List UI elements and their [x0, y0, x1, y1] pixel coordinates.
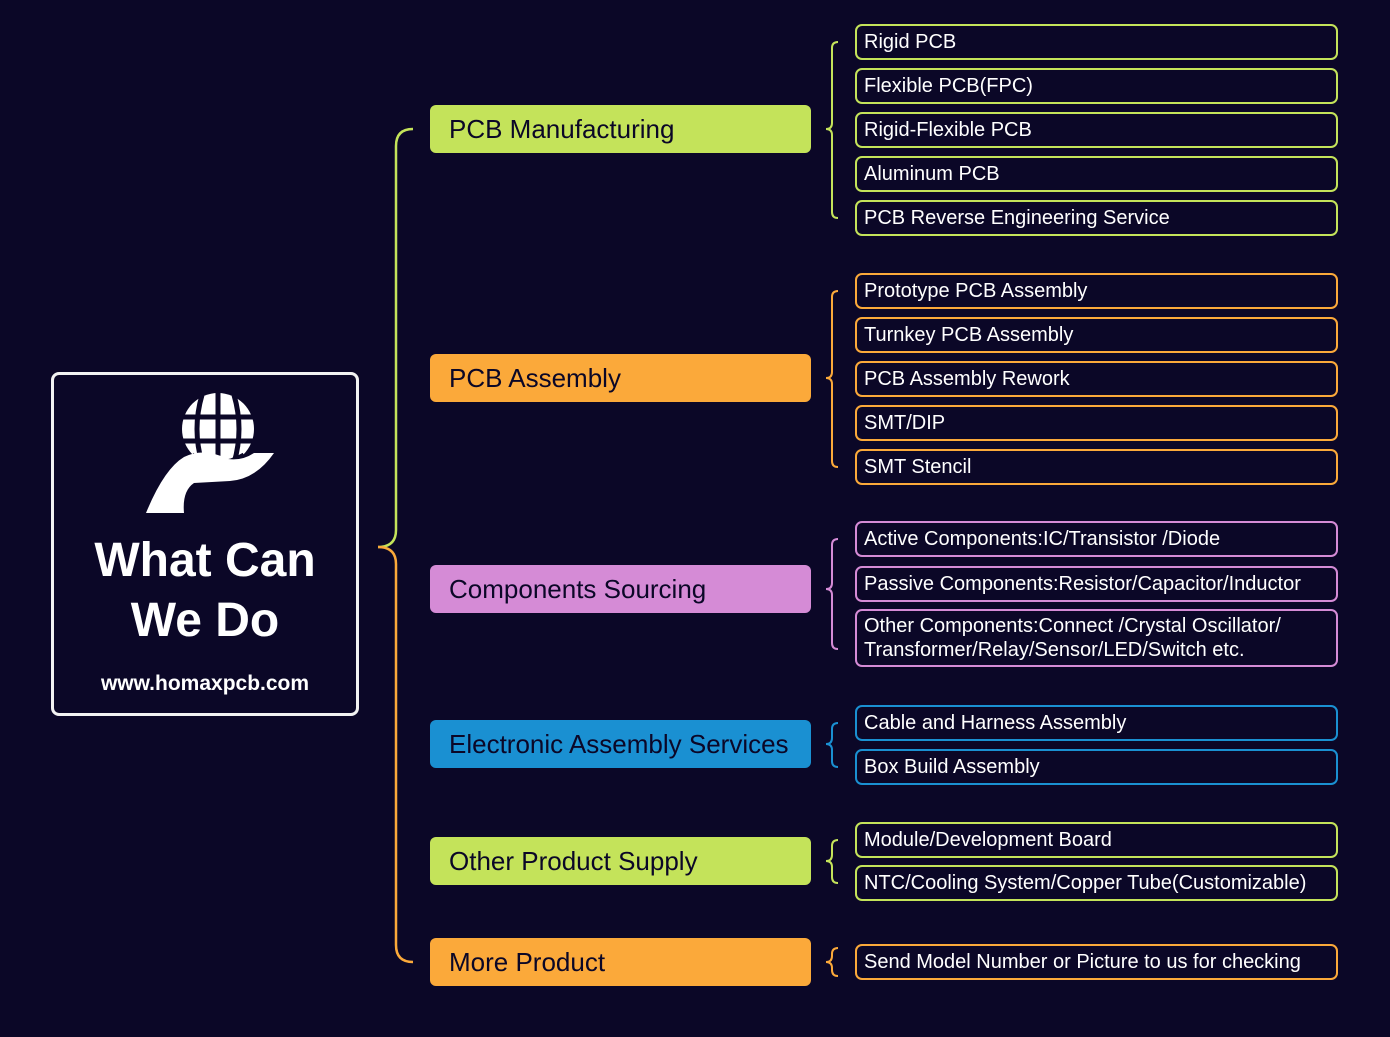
service-item: Rigid PCB: [855, 24, 1338, 60]
service-item: Turnkey PCB Assembly: [855, 317, 1338, 353]
group-brace: [825, 538, 839, 650]
main-brace-bottom: [377, 545, 414, 964]
service-item: PCB Reverse Engineering Service: [855, 200, 1338, 236]
what-can-we-do-card: What Can We Do www.homaxpcb.com: [51, 372, 359, 716]
category-label: Other Product Supply: [449, 845, 698, 876]
main-brace-top: [377, 127, 414, 549]
service-item: Other Components:Connect /Crystal Oscill…: [855, 609, 1338, 667]
service-item: Aluminum PCB: [855, 156, 1338, 192]
category-more-product: More Product: [430, 938, 811, 986]
globe-in-hand-icon: [146, 393, 274, 513]
service-item: Flexible PCB(FPC): [855, 68, 1338, 104]
category-label: More Product: [449, 946, 606, 977]
service-item: Passive Components:Resistor/Capacitor/In…: [855, 566, 1338, 602]
category-pcb-manufacturing: PCB Manufacturing: [430, 105, 811, 153]
service-item: NTC/Cooling System/Copper Tube(Customiza…: [855, 865, 1338, 901]
service-item: Cable and Harness Assembly: [855, 705, 1338, 741]
service-item: Rigid-Flexible PCB: [855, 112, 1338, 148]
hero-title-line-1: What Can: [94, 534, 316, 587]
category-other-product-supply: Other Product Supply: [430, 837, 811, 885]
category-label: PCB Manufacturing: [449, 113, 675, 144]
service-item: SMT Stencil: [855, 449, 1338, 485]
group-brace: [825, 290, 839, 468]
service-item: Prototype PCB Assembly: [855, 273, 1338, 309]
service-item: Active Components:IC/Transistor /Diode: [855, 521, 1338, 557]
group-brace: [825, 722, 839, 768]
category-label: Electronic Assembly Services: [449, 728, 789, 759]
category-electronic-assembly-services: Electronic Assembly Services: [430, 720, 811, 768]
group-brace: [825, 41, 839, 219]
website-url: www.homaxpcb.com: [100, 672, 310, 695]
service-item: PCB Assembly Rework: [855, 361, 1338, 397]
group-brace: [825, 947, 839, 977]
service-item: Module/Development Board: [855, 822, 1338, 858]
service-item: Box Build Assembly: [855, 749, 1338, 785]
category-label: Components Sourcing: [449, 573, 707, 604]
category-label: PCB Assembly: [449, 362, 621, 393]
service-item: SMT/DIP: [855, 405, 1338, 441]
service-item: Send Model Number or Picture to us for c…: [855, 944, 1338, 980]
category-pcb-assembly: PCB Assembly: [430, 354, 811, 402]
group-brace: [825, 839, 839, 884]
hero-title-line-2: We Do: [130, 594, 280, 647]
category-components-sourcing: Components Sourcing: [430, 565, 811, 613]
